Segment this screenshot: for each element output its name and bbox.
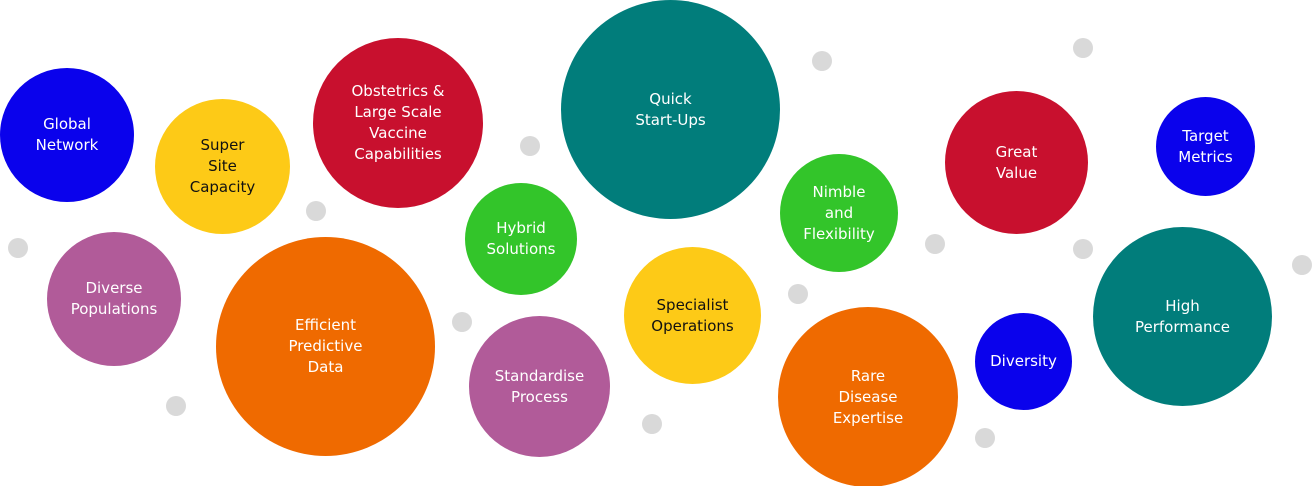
bubble-rare-disease-expertise: Rare Disease Expertise <box>778 307 958 486</box>
decorative-dot <box>452 312 472 332</box>
decorative-dot <box>306 201 326 221</box>
bubble-label-global-network: Global Network <box>35 115 99 154</box>
bubble-label-nimble-flexibility: Nimble and Flexibility <box>803 182 875 243</box>
decorative-dot <box>788 284 808 304</box>
decorative-dot <box>975 428 995 448</box>
bubble-nimble-flexibility: Nimble and Flexibility <box>780 154 898 272</box>
bubble-label-standardise-process: Standardise Process <box>494 366 585 406</box>
decorative-dot <box>642 414 662 434</box>
bubble-efficient-predictive-data: Efficient Predictive Data <box>216 237 435 456</box>
bubble-global-network: Global Network <box>0 68 134 202</box>
bubble-label-diversity: Diversity <box>990 352 1057 370</box>
bubble-label-super-site-capacity: Super Site Capacity <box>189 136 256 196</box>
bubble-high-performance: High Performance <box>1093 227 1272 406</box>
decorative-dot <box>1073 239 1093 259</box>
decorative-dot <box>8 238 28 258</box>
bubble-label-specialist-operations: Specialist Operations <box>651 295 734 335</box>
decorative-dot <box>1292 255 1312 275</box>
bubble-label-hybrid-solutions: Hybrid Solutions <box>486 219 556 258</box>
bubble-great-value: Great Value <box>945 91 1088 234</box>
bubble-label-efficient-predictive-data: Efficient Predictive Data <box>288 316 363 376</box>
decorative-dot <box>812 51 832 71</box>
bubble-label-rare-disease-expertise: Rare Disease Expertise <box>832 366 904 427</box>
bubble-diverse-populations: Diverse Populations <box>47 232 181 366</box>
bubble-label-quick-start-ups: Quick Start-Ups <box>635 89 706 129</box>
bubble-target-metrics: Target Metrics <box>1156 97 1255 196</box>
bubble-standardise-process: Standardise Process <box>469 316 610 457</box>
bubble-super-site-capacity: Super Site Capacity <box>155 99 290 234</box>
bubble-label-great-value: Great Value <box>995 142 1038 182</box>
decorative-dot <box>166 396 186 416</box>
decorative-dot <box>925 234 945 254</box>
bubble-label-obstetrics-vaccine: Obstetrics & Large Scale Vaccine Capabil… <box>351 82 445 163</box>
bubble-quick-start-ups: Quick Start-Ups <box>561 0 780 219</box>
bubble-label-diverse-populations: Diverse Populations <box>70 279 158 318</box>
bubble-label-target-metrics: Target Metrics <box>1178 126 1233 166</box>
bubble-obstetrics-vaccine: Obstetrics & Large Scale Vaccine Capabil… <box>313 38 483 208</box>
bubble-diversity: Diversity <box>975 313 1072 410</box>
decorative-dot <box>520 136 540 156</box>
decorative-dot <box>1073 38 1093 58</box>
bubble-hybrid-solutions: Hybrid Solutions <box>465 183 577 295</box>
bubble-label-high-performance: High Performance <box>1134 296 1231 336</box>
bubble-specialist-operations: Specialist Operations <box>624 247 761 384</box>
